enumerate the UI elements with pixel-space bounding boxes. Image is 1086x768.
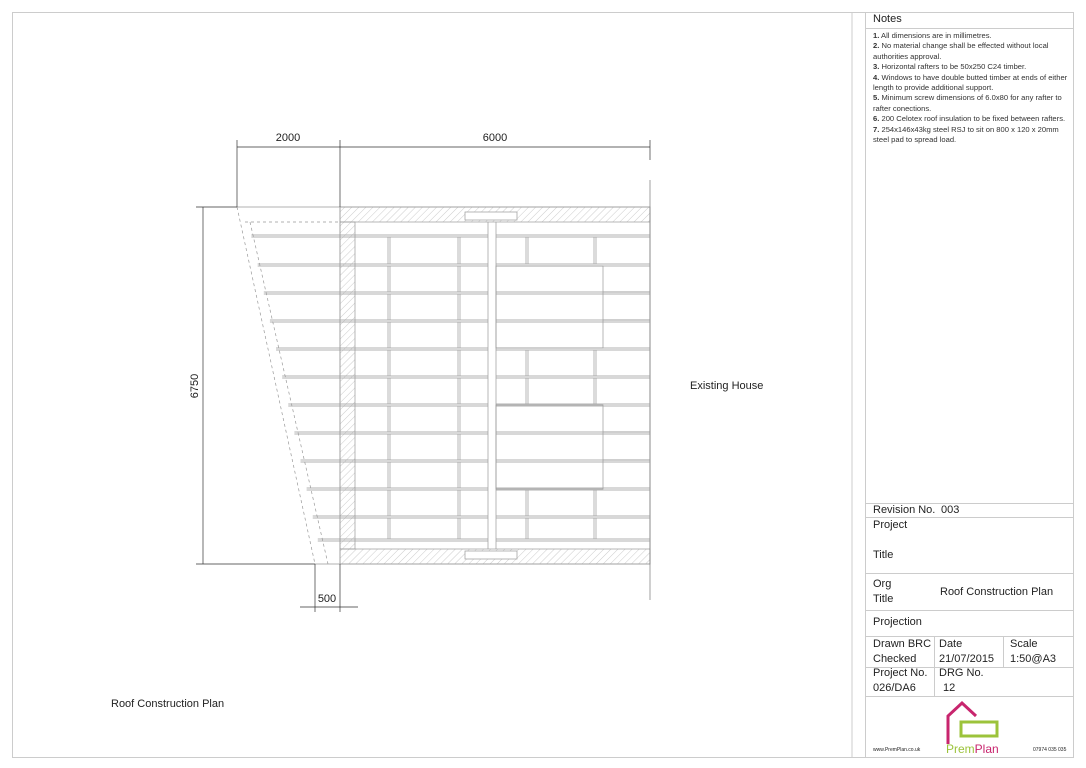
drg-no-label: DRG No. [939, 667, 984, 679]
drawing-caption: Roof Construction Plan [111, 698, 225, 710]
note-text: Windows to have double butted timber at … [873, 72, 1068, 93]
title-label: Title [873, 549, 894, 561]
notes-title: Notes [873, 13, 902, 25]
existing-house-label: Existing House [690, 380, 763, 392]
existing-wall-outline [339, 206, 651, 565]
note-item: 5. Minimum screw dimensions of 6.0x80 fo… [873, 93, 1071, 114]
dimension-6000: 6000 [483, 132, 507, 144]
note-number: 1. [873, 31, 880, 40]
note-number: 5. [873, 93, 880, 103]
revision-label: Revision No. [873, 504, 936, 516]
note-item: 1. All dimensions are in millimetres. [873, 31, 1071, 41]
drawn-label: Drawn BRC [873, 638, 932, 650]
left-wall-hatch [339, 221, 356, 550]
dimension-lines [196, 140, 651, 612]
scale-label: Scale [1010, 638, 1038, 650]
phone-number: 07974 035 035 [1033, 747, 1067, 753]
note-item: 4. Windows to have double butted timber … [873, 73, 1071, 94]
rsj-pad-bottom [464, 550, 518, 560]
note-text: No material change shall be effected wit… [873, 41, 1049, 61]
dimension-2000: 2000 [276, 132, 300, 144]
dimension-6750: 6750 [189, 374, 201, 398]
note-item: 6. 200 Celotex roof insulation to be fix… [873, 114, 1071, 124]
note-number: 6. [873, 114, 880, 124]
roof-window-1 [495, 265, 604, 349]
project-no-label: Project No. [873, 667, 928, 679]
note-item: 2. No material change shall be effected … [873, 41, 1071, 62]
note-text: Minimum screw dimensions of 6.0x80 for a… [873, 93, 1062, 113]
roof-window-2 [495, 404, 604, 490]
note-text: Horizontal rafters to be 50x250 C24 timb… [881, 62, 1027, 72]
org-title-label: Title [873, 593, 894, 605]
project-label: Project [873, 519, 908, 531]
note-number: 2. [873, 41, 880, 51]
extension-slope-dashed-inner [249, 221, 329, 565]
note-number: 7. [873, 124, 880, 134]
revision-value: 003 [941, 504, 960, 516]
rsj-pad-top [464, 211, 518, 221]
divider [866, 28, 1074, 29]
title-block: Notes 1. All dimensions are in millimetr… [865, 12, 1074, 758]
drawing-title: Roof Construction Plan [940, 586, 1054, 598]
date-value: 21/07/2015 [939, 653, 995, 665]
premplan-logo-icon [946, 700, 999, 744]
checked-label: Checked [873, 653, 917, 665]
project-no-value: 026/DA6 [873, 682, 916, 694]
drawing-sheet [12, 12, 1074, 758]
note-item: 7. 254x146x43kg steel RSJ to sit on 800 … [873, 125, 1071, 146]
logo-wordmark: PremPlan [946, 742, 999, 756]
note-text: All dimensions are in millimetres. [881, 31, 992, 40]
org-label: Org [873, 578, 892, 590]
note-text: 254x146x43kg steel RSJ to sit on 800 x 1… [873, 124, 1059, 145]
extension-slope-dashed [236, 206, 316, 565]
scale-value: 1:50@A3 [1010, 653, 1057, 665]
notes-list: 1. All dimensions are in millimetres.2. … [873, 31, 1071, 145]
roof-structure [236, 180, 651, 600]
note-number: 4. [873, 72, 880, 82]
website-link[interactable]: www.PremPlan.co.uk [873, 747, 921, 753]
note-text: 200 Celotex roof insulation to be fixed … [881, 114, 1066, 124]
note-number: 3. [873, 62, 880, 72]
note-item: 3. Horizontal rafters to be 50x250 C24 t… [873, 62, 1071, 72]
projection-label: Projection [873, 616, 922, 628]
date-label: Date [939, 638, 963, 650]
drg-no-value: 12 [943, 682, 956, 694]
dimension-500: 500 [318, 593, 336, 605]
